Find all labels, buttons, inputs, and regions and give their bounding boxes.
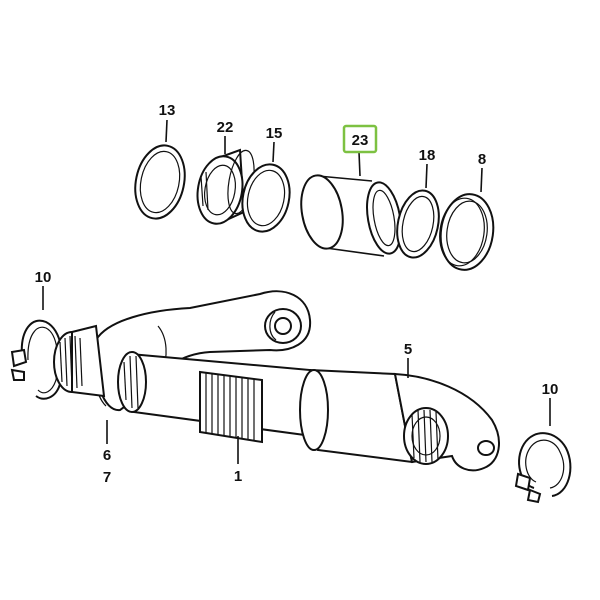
- callout-8: 8: [478, 151, 486, 168]
- part-5-hub: [299, 368, 500, 472]
- part-10-right-circlip: [514, 432, 572, 504]
- callout-22: 22: [217, 119, 234, 136]
- highlight-box-23: [342, 124, 378, 154]
- part-15-ring: [241, 163, 291, 233]
- part-22-bearing-ring: [196, 148, 255, 225]
- part-13-ring: [134, 144, 186, 220]
- part-18-ring: [396, 189, 440, 259]
- leader-lines: [42, 119, 551, 464]
- callout-5: 5: [404, 341, 412, 358]
- callout-10-right: 10: [542, 381, 559, 398]
- part-23-sleeve: [300, 174, 402, 257]
- callout-15: 15: [266, 125, 283, 142]
- callout-7: 7: [103, 469, 111, 486]
- callout-13: 13: [159, 102, 176, 119]
- callout-6: 6: [103, 447, 111, 464]
- part-1-splined-shaft: [117, 351, 314, 444]
- callout-23: 23: [352, 132, 369, 149]
- callout-1: 1: [234, 468, 242, 485]
- part-8-seal: [439, 193, 495, 271]
- callout-18: 18: [419, 147, 436, 164]
- callout-10-left: 10: [35, 269, 52, 286]
